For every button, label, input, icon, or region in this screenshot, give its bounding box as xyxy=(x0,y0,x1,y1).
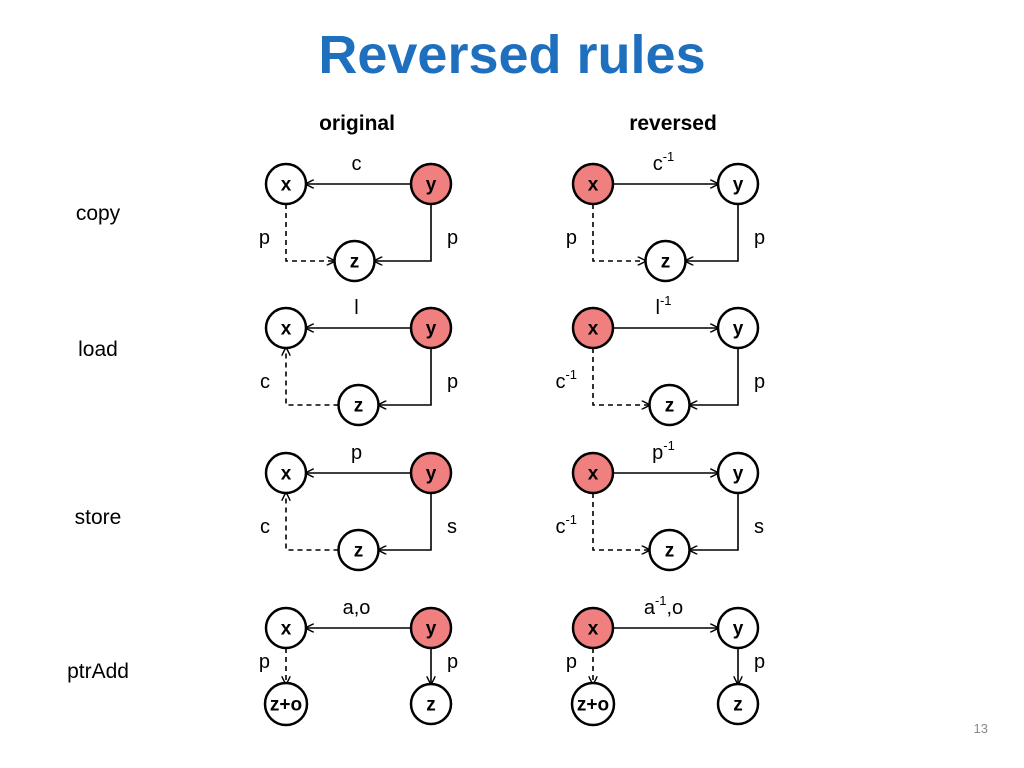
row2-original-node-x-label: x xyxy=(281,464,292,485)
row0-original-node-y-label: y xyxy=(426,175,437,196)
row2-reversed-node-y-label: y xyxy=(733,464,744,485)
row0-reversed-node-x-label: x xyxy=(588,175,599,196)
row2-original-edge-y-z xyxy=(379,493,432,550)
row1-original-node-x xyxy=(264,306,308,350)
row3-original-node-zo xyxy=(263,681,309,727)
row3-reversed-node-z-label: z xyxy=(733,695,743,716)
row3-original-edge-y-z-label: p xyxy=(447,651,458,673)
column-heading-original: original xyxy=(319,112,395,135)
row0-reversed-edge-x-z-label: p xyxy=(566,227,577,249)
row1-original-edge-z-x xyxy=(286,348,339,406)
row0-original-node-x xyxy=(264,162,308,206)
row0-original-node-z xyxy=(333,239,376,283)
row0-reversed-edge-x-z xyxy=(592,204,646,261)
row3-reversed-edge-y-z-label: p xyxy=(754,651,765,673)
row2-original-node-z xyxy=(337,528,380,572)
row1-reversed-edge-x-z xyxy=(592,348,650,405)
row0-reversed-node-z xyxy=(644,239,687,283)
row2-original-node-x xyxy=(264,451,308,495)
row3-original-node-x-label: x xyxy=(281,619,292,640)
row2-original-node-z-label: z xyxy=(354,541,364,562)
row2-reversed-edge-y-z xyxy=(690,493,739,550)
row3-reversed-edge-x-zo-label: p xyxy=(566,651,577,673)
row2-original-edge-y-x-label: p xyxy=(351,442,362,464)
row3-original-node-z xyxy=(409,682,453,726)
row3-reversed-node-y-label: y xyxy=(733,619,744,640)
row3-original-node-y xyxy=(409,606,453,650)
row-label-copy: copy xyxy=(75,202,121,225)
row0-reversed-edge-x-y-label: c-1 xyxy=(653,149,675,175)
row2-reversed-edge-x-y-label: p-1 xyxy=(652,438,675,464)
row0-original-edge-y-z-label: p xyxy=(447,227,458,249)
row2-reversed-node-y xyxy=(716,451,760,495)
row3-reversed-node-x xyxy=(571,606,615,650)
row1-reversed-node-x-label: x xyxy=(588,319,599,340)
row1-reversed-edge-y-z xyxy=(690,348,739,405)
row0-reversed-node-x xyxy=(571,162,615,206)
row2-original-node-y-label: y xyxy=(426,464,437,485)
row0-reversed-edge-y-z xyxy=(686,204,739,261)
row1-original-edge-y-z xyxy=(379,348,432,405)
row3-original-node-y-label: y xyxy=(426,619,437,640)
row3-reversed-node-x-label: x xyxy=(588,619,599,640)
row2-reversed-edge-x-z-label: c-1 xyxy=(555,512,577,538)
row0-original-node-x-label: x xyxy=(281,175,292,196)
row0-original-edge-x-z xyxy=(285,204,335,261)
row1-reversed-node-x xyxy=(571,306,615,350)
row1-reversed-node-y-label: y xyxy=(733,319,744,340)
row-label-store: store xyxy=(74,506,122,529)
row1-reversed-node-z xyxy=(648,383,691,427)
row-label-load: load xyxy=(78,338,118,361)
row1-original-node-y xyxy=(409,306,453,350)
row1-original-edge-y-x-label: l xyxy=(354,297,358,319)
row1-reversed-node-z-label: z xyxy=(665,396,675,417)
row2-original-node-y xyxy=(409,451,453,495)
row0-original-edge-y-x-label: c xyxy=(352,153,362,175)
row-label-ptradd: ptrAdd xyxy=(67,660,129,683)
row0-original-node-z-label: z xyxy=(350,252,360,273)
row1-reversed-edge-x-z-label: c-1 xyxy=(555,367,577,393)
row3-original-edge-x-zo-label: p xyxy=(259,651,270,673)
row2-reversed-node-x xyxy=(571,451,615,495)
row2-reversed-node-z-label: z xyxy=(665,541,675,562)
row2-original-edge-z-x-label: c xyxy=(260,516,270,538)
row2-reversed-node-x-label: x xyxy=(588,464,599,485)
row0-reversed-node-y-label: y xyxy=(733,175,744,196)
row0-original-edge-y-z xyxy=(375,204,432,261)
column-heading-reversed: reversed xyxy=(629,112,717,135)
row3-original-node-x xyxy=(264,606,308,650)
row3-original-node-z-label: z xyxy=(426,695,436,716)
page-number: 13 xyxy=(973,721,988,736)
row1-original-node-z-label: z xyxy=(354,396,364,417)
row0-original-node-y xyxy=(409,162,453,206)
row1-original-edge-z-x-label: c xyxy=(260,371,270,393)
row3-reversed-edge-x-y-label: a-1,o xyxy=(644,593,683,619)
row0-reversed-node-z-label: z xyxy=(661,252,671,273)
row0-reversed-node-y xyxy=(716,162,760,206)
row3-reversed-node-zo-label: z+o xyxy=(577,695,609,716)
row1-original-node-y-label: y xyxy=(426,319,437,340)
row2-original-edge-y-z-label: s xyxy=(447,516,457,538)
row0-reversed-edge-y-z-label: p xyxy=(754,227,765,249)
row3-original-node-zo-label: z+o xyxy=(270,695,302,716)
row2-reversed-node-z xyxy=(648,528,691,572)
row3-reversed-node-z xyxy=(716,682,760,726)
row2-reversed-edge-y-z-label: s xyxy=(754,516,764,538)
row3-original-edge-y-x-label: a,o xyxy=(343,597,371,619)
row1-original-edge-y-z-label: p xyxy=(447,371,458,393)
row1-original-node-x-label: x xyxy=(281,319,292,340)
slide-title: Reversed rules xyxy=(318,25,706,85)
row1-reversed-edge-x-y-label: l-1 xyxy=(655,293,671,319)
row1-original-node-z xyxy=(337,383,380,427)
row1-reversed-edge-y-z-label: p xyxy=(754,371,765,393)
row2-reversed-edge-x-z xyxy=(592,493,650,550)
row3-reversed-node-y xyxy=(716,606,760,650)
row2-original-edge-z-x xyxy=(286,493,339,551)
row1-reversed-node-y xyxy=(716,306,760,350)
row0-original-edge-x-z-label: p xyxy=(259,227,270,249)
row3-reversed-node-zo xyxy=(570,681,616,727)
